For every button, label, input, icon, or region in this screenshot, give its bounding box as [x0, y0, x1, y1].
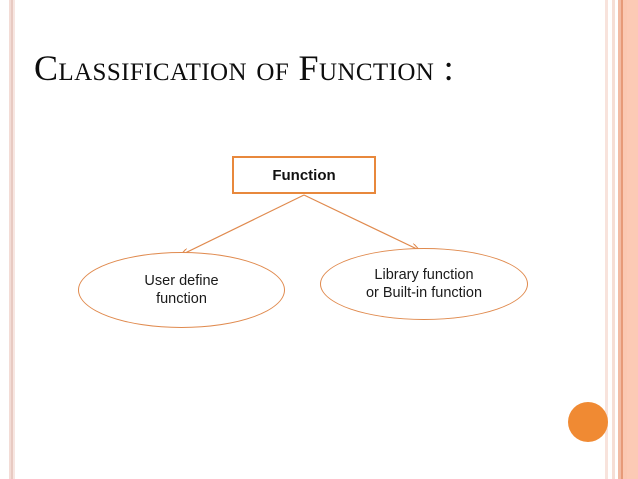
right-stripe-6	[621, 0, 623, 479]
node-function: Function	[232, 156, 376, 194]
slide-title: Classification of Function :	[34, 48, 455, 88]
node-library-function-line2: or Built-in function	[365, 285, 483, 301]
node-user-define-function-line1: User define	[144, 272, 219, 289]
left-accent-rule-2	[11, 0, 13, 479]
node-user-define-function-label: User define function	[144, 272, 218, 308]
right-stripe-5	[618, 0, 621, 479]
node-library-function: Library function or Built-in function	[320, 248, 528, 320]
node-user-define-function: User define function	[78, 252, 285, 328]
right-stripe-1	[605, 0, 608, 479]
connector-to-library-function	[303, 194, 419, 250]
connector-to-user-define	[181, 194, 305, 255]
right-stripe-7	[623, 0, 627, 479]
right-stripe-8	[627, 0, 638, 479]
right-stripe-2	[608, 0, 612, 479]
accent-circle-icon	[568, 402, 608, 442]
left-accent-rule-3	[13, 0, 15, 479]
left-accent-rule-1	[9, 0, 11, 479]
right-stripe-4	[615, 0, 618, 479]
node-user-define-function-line2: function	[156, 291, 207, 307]
node-library-function-label: Library function or Built-in function	[366, 266, 482, 302]
node-function-label: Function	[272, 166, 336, 184]
node-library-function-line1: Library function	[374, 266, 474, 283]
right-stripe-3	[612, 0, 615, 479]
